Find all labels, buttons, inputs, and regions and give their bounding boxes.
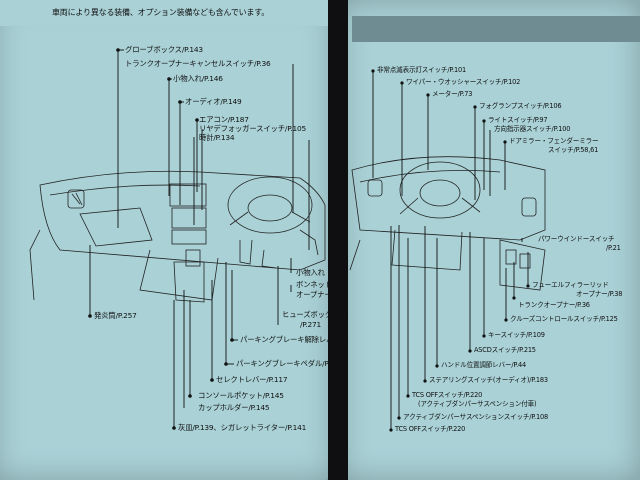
- label-key: キースイッチ/P.109: [488, 331, 545, 339]
- label-rear-defogger: リヤデフォッガースイッチ/P.105: [199, 124, 306, 133]
- left-leader-dots: [88, 48, 234, 430]
- label-ascd: ASCDスイッチ/P.215: [474, 346, 536, 354]
- right-leader-dots: [371, 69, 530, 432]
- label-light: ライトスイッチ/P.97: [488, 116, 548, 124]
- section-tab: [352, 16, 640, 42]
- label-bonnet-2: オープナー/P.: [296, 290, 340, 299]
- label-steering: ステアリングスイッチ(オーディオ)/P.183: [429, 376, 548, 384]
- gutter: [328, 0, 348, 480]
- label-meter: メーター/P.73: [432, 90, 473, 98]
- label-flare: 発炎筒/P.257: [94, 311, 137, 320]
- label-mirror-2: スイッチ/P.58,61: [548, 146, 599, 154]
- label-cruise: クルーズコントロールスイッチ/P.125: [510, 315, 618, 323]
- label-audio: オーディオ/P.149: [185, 97, 242, 106]
- label-trunk-cancel: トランクオープナーキャンセルスイッチ/P.36: [125, 59, 271, 68]
- label-mirror: ドアミラー・フェンダーミラー: [509, 137, 599, 145]
- label-fuse-2: /P.271: [300, 320, 322, 329]
- header-note: 車両により異なる装備、オプション装備なども含んでいます。: [52, 8, 270, 17]
- right-dashboard-illustration: [349, 156, 546, 291]
- label-powerwindow: パワーウインドースイッチ: [538, 235, 615, 243]
- label-hazard: 非常点滅表示灯スイッチ/P.101: [377, 66, 466, 74]
- label-aircon: エアコン/P.187: [199, 115, 249, 124]
- label-small-box-2: 小物入れ: [296, 268, 325, 277]
- label-ashtray: 灰皿/P.139、シガレットライター/P.141: [178, 423, 307, 432]
- left-page: [0, 0, 334, 480]
- label-handle: ハンドル位置調節レバー/P.44: [441, 361, 526, 369]
- label-console: コンソールポケット/P.145: [198, 391, 284, 400]
- label-clock: 時計/P.134: [199, 133, 235, 142]
- right-page: [340, 0, 640, 480]
- label-tcs-1b: (アクティブダンパーサスペンション付車): [418, 400, 537, 408]
- label-fuse: ヒューズボックス/P.: [282, 310, 347, 319]
- left-dashboard-illustration: [29, 170, 326, 303]
- header-band: [0, 0, 330, 26]
- label-selector: セレクトレバー/P.117: [216, 375, 288, 384]
- label-glovebox: グローブボックス/P.143: [125, 45, 203, 54]
- label-powerwindow-2: /P.21: [606, 244, 621, 252]
- label-cupholder: カップホルダー/P.145: [198, 403, 270, 412]
- label-turn: 方向指示器スイッチ/P.100: [494, 125, 571, 133]
- label-fuel-2: オープナー/P.38: [576, 290, 623, 298]
- label-tcs-2: TCS OFFスイッチ/P.220: [395, 425, 466, 433]
- label-parking-release: パーキングブレーキ解除レバー/P.: [240, 335, 348, 344]
- label-fuel: フューエルフィラーリッド: [532, 281, 609, 289]
- label-trunk: トランクオープナー/P.36: [518, 301, 590, 309]
- label-small-box: 小物入れ/P.146: [173, 74, 223, 83]
- label-bonnet: ボンネット: [296, 280, 332, 289]
- label-parking-pedal: パーキングブレーキペダル/P.: [236, 359, 330, 368]
- label-tcs-1: TCS OFFスイッチ/P.220: [412, 391, 483, 399]
- right-leader-lines: [372, 71, 529, 430]
- label-foglamp: フォグランプスイッチ/P.106: [479, 102, 562, 110]
- label-wiper: ワイパー・ウオッシャースイッチ/P.102: [406, 78, 521, 86]
- left-leader-lines: [89, 49, 310, 428]
- label-active-damper: アクティブダンパーサスペンションスイッチ/P.108: [403, 413, 548, 421]
